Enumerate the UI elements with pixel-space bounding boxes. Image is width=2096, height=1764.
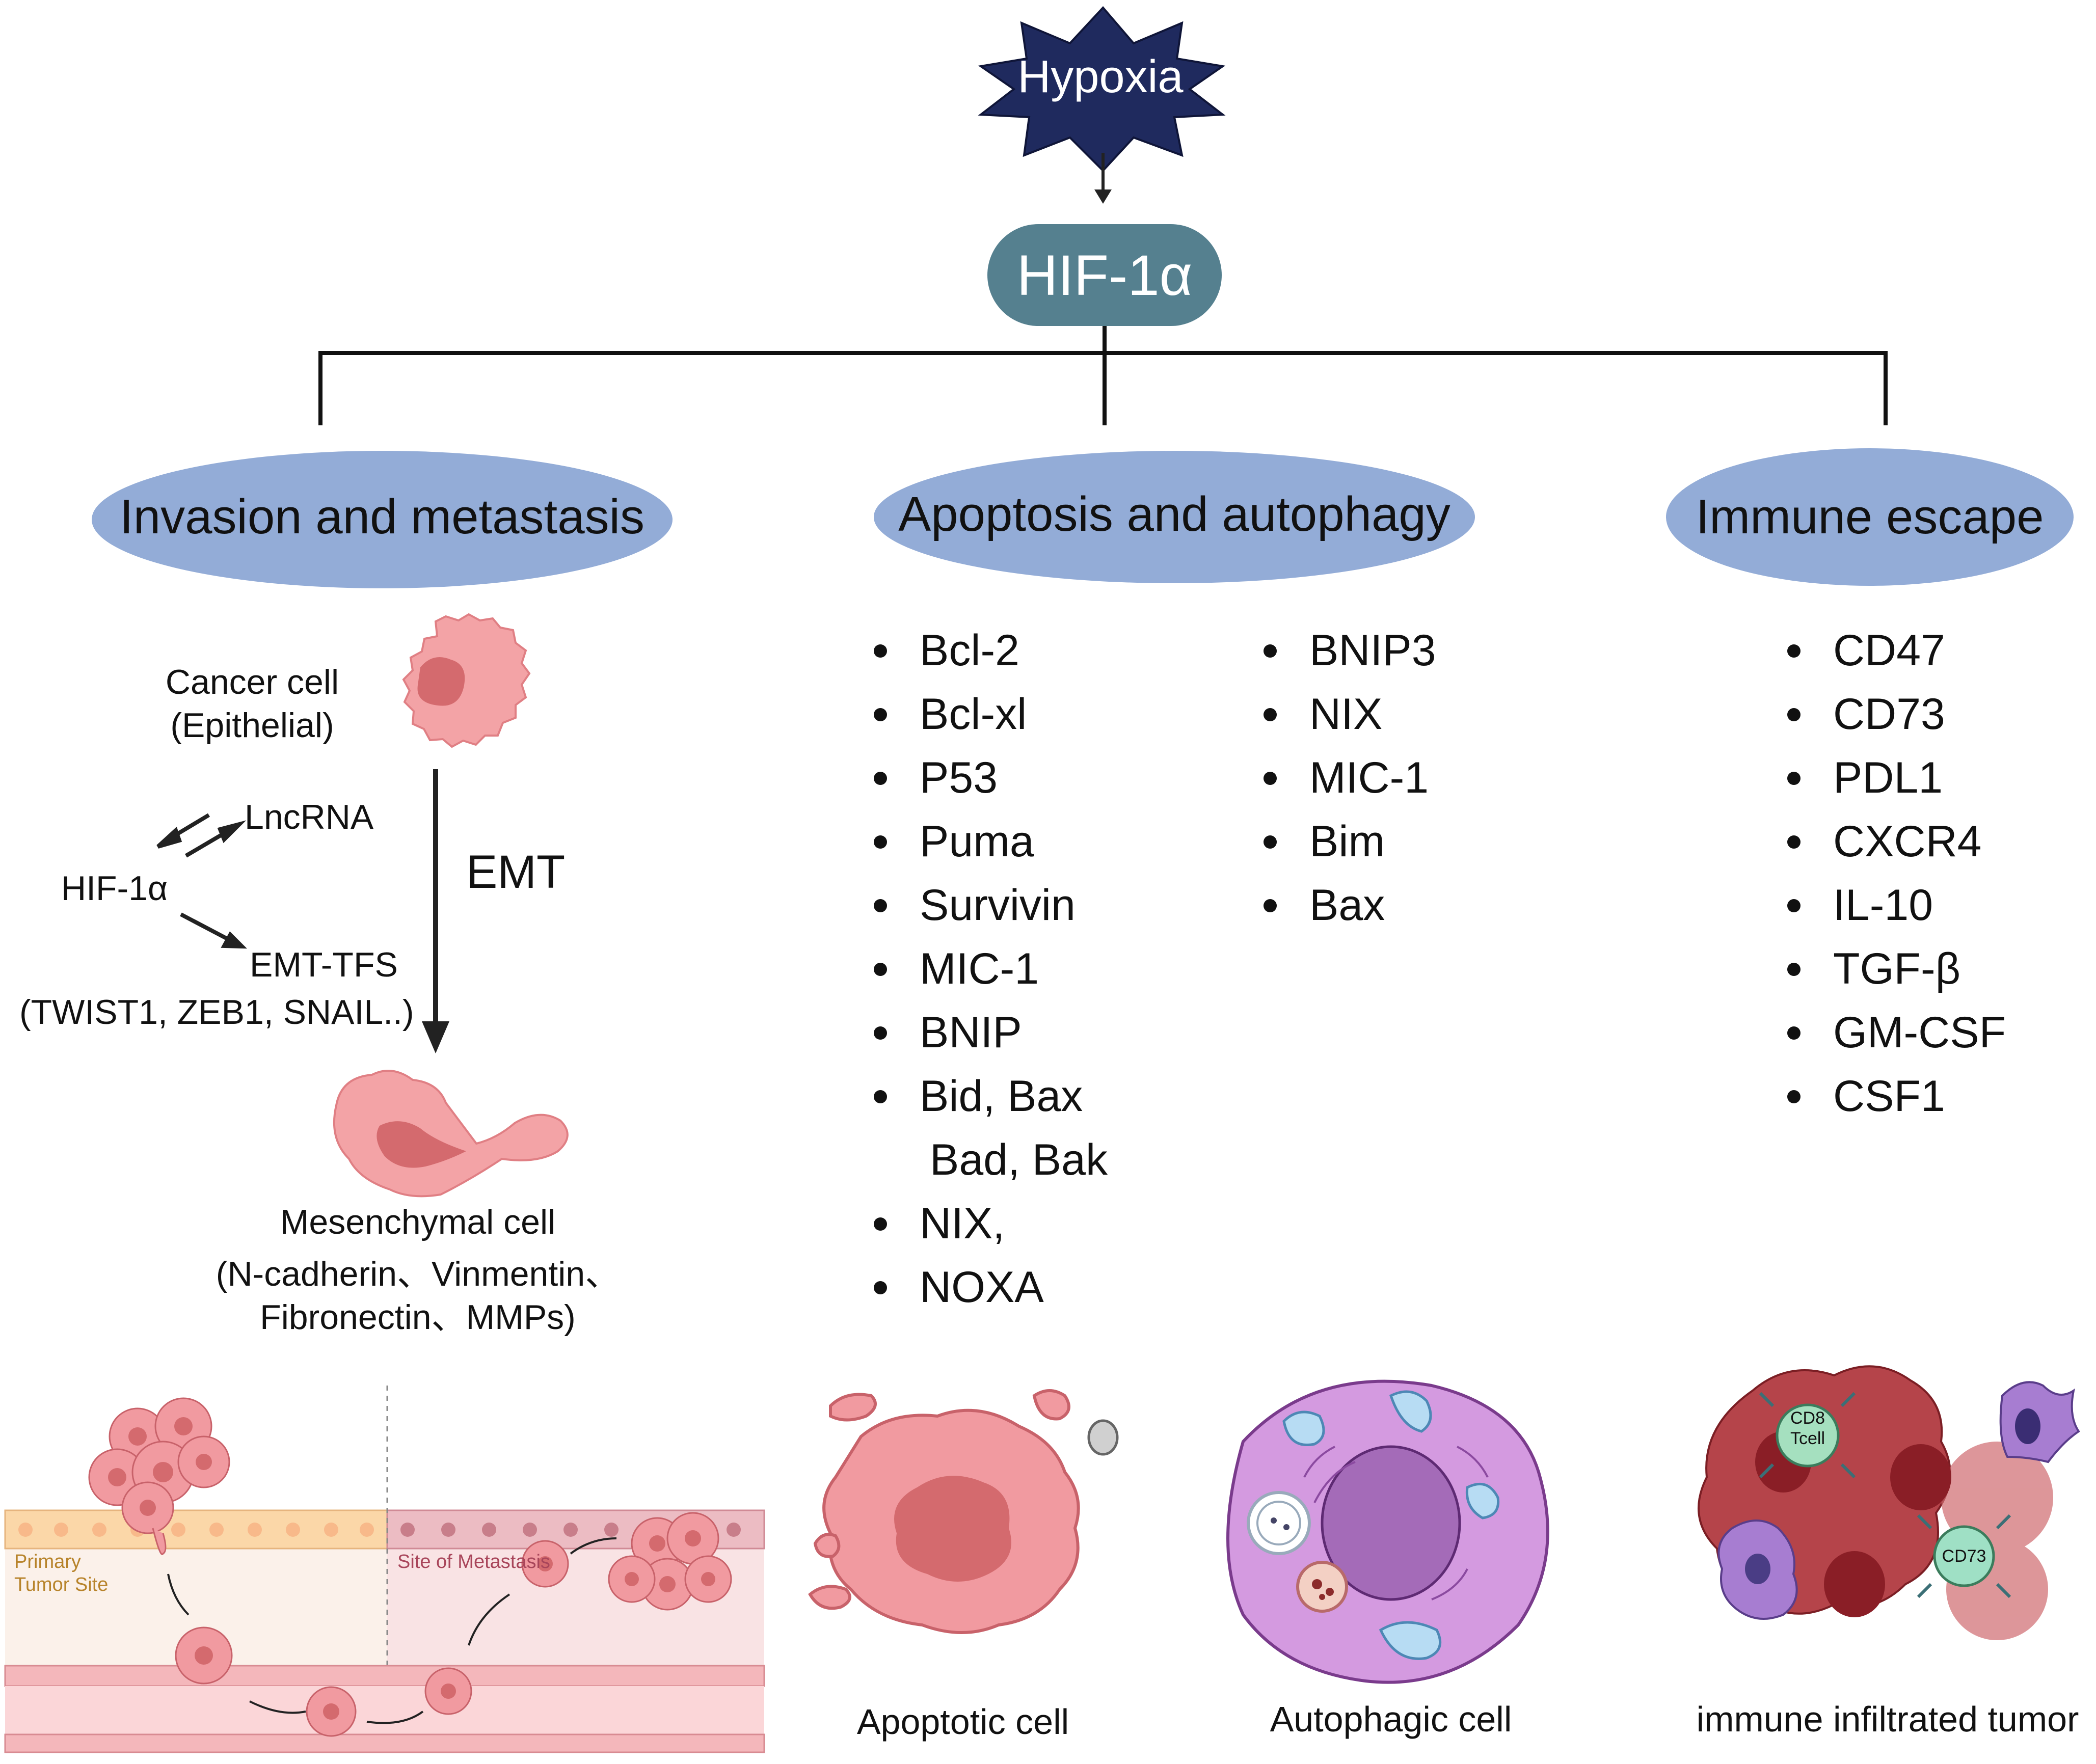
cd8-label-1: CD8 (1790, 1408, 1825, 1428)
apoptosis-list-1: Bcl-2 Bcl-xl P53 Puma Survivin MIC-1 BNI… (864, 619, 1108, 1319)
mesenchymal-label-3: Fibronectin、MMPs) (260, 1298, 576, 1337)
lncrna-label: LncRNA (245, 798, 374, 836)
metastasis-site-label: Site of Metastasis (397, 1551, 550, 1572)
cancer-cell-label-1: Cancer cell (165, 663, 339, 701)
list-item: MIC-1 (864, 937, 1108, 1001)
list-item: TGF-β (1777, 937, 2006, 1001)
list-item: BNIP3 (1253, 619, 1436, 683)
hif-1a-label: HIF-1α (1016, 243, 1193, 307)
emt-tfs-label: EMT-TFS (250, 945, 398, 984)
list-item: PDL1 (1777, 746, 2006, 810)
list-item: Puma (864, 810, 1108, 874)
list-item: Bcl-xl (864, 683, 1108, 746)
immune-tumor-icon (1698, 1365, 2080, 1640)
hif-1a-node: HIF-1α (987, 224, 1222, 326)
caption-autophagic: Autophagic cell (1270, 1699, 1512, 1739)
list-item: Bax (1253, 874, 1436, 937)
cancer-cell-icon (402, 613, 531, 748)
list-item: IL-10 (1777, 874, 2006, 937)
apoptotic-cell-icon (808, 1389, 1119, 1634)
mesenchymal-label-1: Mesenchymal cell (280, 1203, 556, 1241)
list-item: CD73 (1777, 683, 2006, 746)
ellipse-invasion (92, 451, 673, 588)
list-item: GM-CSF (1777, 1001, 2006, 1065)
list-item: CSF1 (1777, 1065, 2006, 1128)
category-apoptosis: Apoptosis and autophagy (898, 487, 1450, 541)
hypoxia-label: Hypoxia (1017, 51, 1184, 102)
list-item: NIX, (864, 1192, 1108, 1256)
list-item: CXCR4 (1777, 810, 2006, 874)
list-item: NIX (1253, 683, 1436, 746)
metastasis-scene (4, 1386, 765, 1753)
list-item: BNIP (864, 1001, 1108, 1065)
hif-lncrna-arrows (156, 813, 247, 949)
immune-list: CD47 CD73 PDL1 CXCR4 IL-10 TGF-β GM-CSF … (1777, 619, 2006, 1128)
list-item: Bcl-2 (864, 619, 1108, 683)
mesenchymal-cell-icon (333, 1070, 569, 1198)
list-item: Bim (1253, 810, 1436, 874)
list-item: Bid, Bax (864, 1065, 1108, 1128)
primary-site-label-1: Primary (14, 1551, 81, 1572)
list-item: CD47 (1777, 619, 2006, 683)
ellipse-immune (1666, 448, 2074, 586)
list-item: NOXA (864, 1256, 1108, 1319)
hif-small-label: HIF-1α (61, 869, 168, 908)
list-item: Bad, Bak (930, 1135, 1108, 1184)
caption-immune: immune infiltrated tumor (1696, 1699, 2079, 1739)
primary-site-label-2: Tumor Site (14, 1574, 109, 1595)
emt-arrowhead (422, 1021, 449, 1053)
cancer-cell-label-2: (Epithelial) (170, 706, 334, 745)
list-item: Survivin (864, 874, 1108, 937)
apoptosis-list-2: BNIP3 NIX MIC-1 Bim Bax (1253, 619, 1436, 937)
emt-label: EMT (466, 846, 566, 898)
cd73-label: CD73 (1942, 1546, 1986, 1566)
list-item: MIC-1 (1253, 746, 1436, 810)
list-item: P53 (864, 746, 1108, 810)
emt-tfs-examples: (TWIST1, ZEB1, SNAIL..) (19, 993, 414, 1032)
caption-apoptotic: Apoptotic cell (856, 1702, 1069, 1742)
cd8-label-2: Tcell (1790, 1429, 1825, 1448)
arrowhead-hypoxia-hif (1094, 189, 1112, 204)
category-immune: Immune escape (1696, 490, 2044, 544)
ellipse-apoptosis (874, 451, 1475, 583)
category-invasion: Invasion and metastasis (120, 490, 644, 544)
autophagic-cell-icon (1226, 1379, 1549, 1684)
tree-connectors (318, 326, 1888, 425)
mesenchymal-label-2: (N-cadherin、Vinmentin、 (216, 1255, 620, 1293)
